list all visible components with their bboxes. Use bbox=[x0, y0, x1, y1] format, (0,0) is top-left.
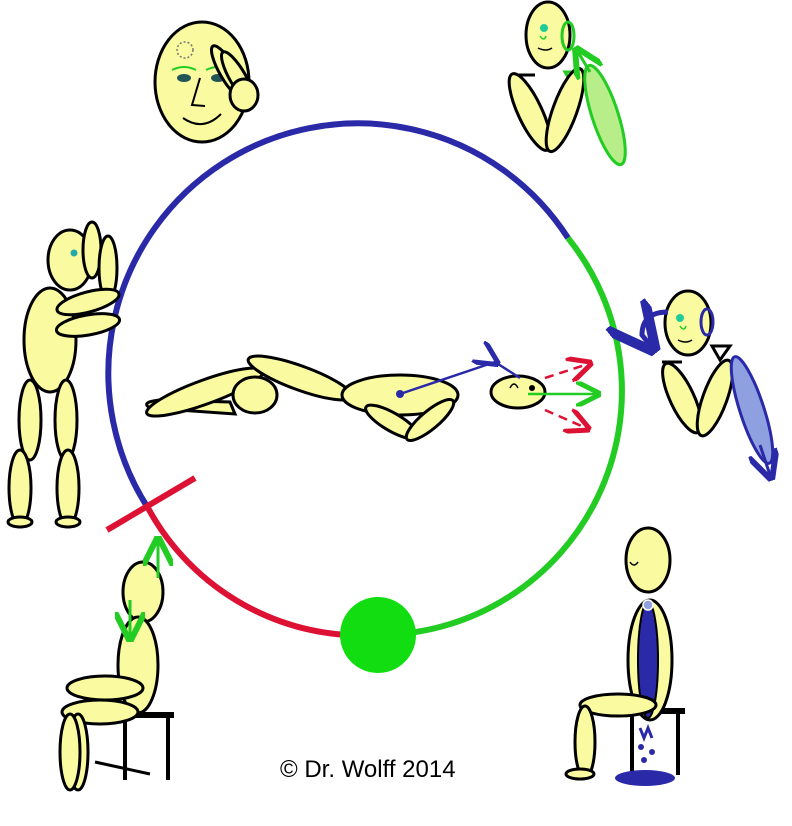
copyright-text: © Dr. Wolff 2014 bbox=[280, 756, 456, 783]
barrier-mark bbox=[105, 475, 197, 533]
figure-sitting-right bbox=[564, 526, 685, 786]
ring-arc-red bbox=[145, 506, 379, 639]
figure-sitting-left bbox=[58, 542, 174, 792]
figure-standing bbox=[6, 220, 122, 529]
figure-head-turn-green bbox=[507, 0, 627, 167]
lying-figure bbox=[145, 348, 596, 442]
start-dot bbox=[340, 597, 416, 673]
face-eye-rub bbox=[153, 20, 260, 144]
figure-head-turn-blue bbox=[642, 289, 781, 475]
ring-arc-blue bbox=[105, 120, 571, 510]
